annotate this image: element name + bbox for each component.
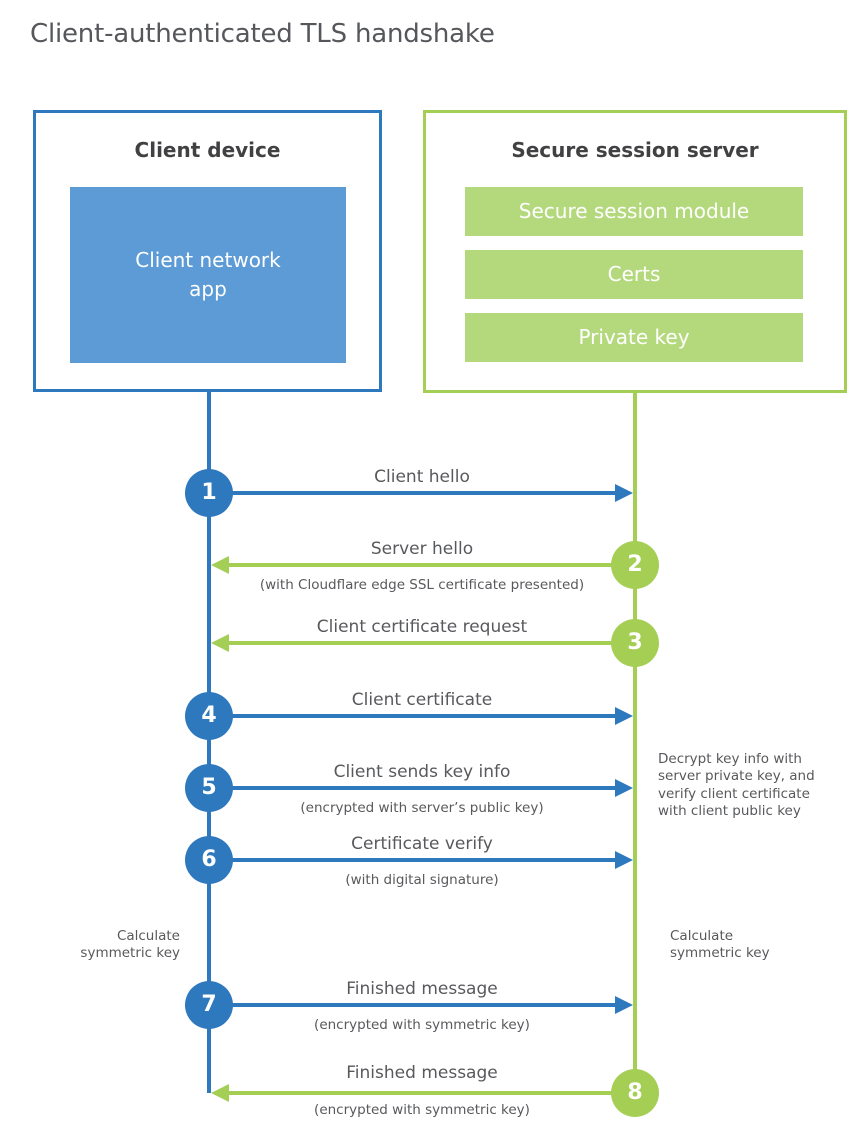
arrow-6-head-right-icon (615, 851, 633, 869)
arrow-2-line (229, 563, 635, 567)
arrow-5-sublabel: (encrypted with server’s public key) (300, 800, 544, 816)
arrow-4-head-right-icon (615, 707, 633, 725)
client-network-app-label: Client network app (135, 248, 281, 301)
step-2-badge: 2 (611, 541, 659, 589)
secure-session-server-box: Secure session server Secure session mod… (423, 110, 847, 393)
server-lifeline (633, 392, 637, 1093)
arrow-7-line (209, 1003, 616, 1007)
arrow-3-label: Client certificate request (316, 617, 528, 637)
arrow-7-sublabel: (encrypted with symmetric key) (314, 1017, 530, 1033)
arrow-6-line (209, 858, 616, 862)
step-8-badge: 8 (611, 1069, 659, 1117)
step-4-badge: 4 (185, 692, 233, 740)
arrow-7-head-right-icon (615, 996, 633, 1014)
arrow-8-label: Finished message (346, 1063, 498, 1083)
arrow-7-label: Finished message (346, 979, 498, 999)
arrow-5-head-right-icon (615, 779, 633, 797)
calculate-symmetric-key-note-client: Calculate symmetric key (80, 928, 180, 962)
arrow-6-label: Certificate verify (351, 834, 493, 854)
arrow-5-label: Client sends key info (333, 762, 511, 782)
arrow-8-line (229, 1091, 635, 1095)
calculate-symmetric-key-note-server: Calculate symmetric key (670, 928, 770, 962)
step-3-badge: 3 (611, 619, 659, 667)
arrow-1-line (209, 491, 616, 495)
arrow-5-line (209, 786, 616, 790)
arrow-1-head-right-icon (615, 484, 633, 502)
client-device-box: Client device Client network app (33, 110, 382, 392)
arrow-8-head-left-icon (211, 1084, 229, 1102)
arrow-2-sublabel: (with Cloudflare edge SSL certificate pr… (259, 577, 585, 593)
step-7-badge: 7 (185, 981, 233, 1029)
arrow-4-line (209, 714, 616, 718)
arrow-3-head-left-icon (211, 634, 229, 652)
arrow-3-line (229, 641, 635, 645)
arrow-6-sublabel: (with digital signature) (345, 872, 499, 888)
step-1-badge: 1 (185, 469, 233, 517)
step-5-badge: 5 (185, 764, 233, 812)
server-module-certs: Certs (465, 250, 803, 299)
client-network-app-box: Client network app (70, 187, 346, 363)
client-device-title: Client device (134, 138, 281, 162)
server-module-secure-session: Secure session module (465, 187, 803, 236)
arrow-2-label: Server hello (370, 539, 474, 559)
arrow-1-label: Client hello (374, 467, 470, 487)
step-6-badge: 6 (185, 836, 233, 884)
secure-session-server-title: Secure session server (511, 138, 759, 162)
client-lifeline (207, 392, 211, 1093)
arrow-8-sublabel: (encrypted with symmetric key) (314, 1102, 530, 1118)
decrypt-key-info-note: Decrypt key info with server private key… (658, 751, 815, 819)
page-title: Client-authenticated TLS handshake (30, 19, 495, 49)
arrow-4-label: Client certificate (351, 690, 493, 710)
arrow-2-head-left-icon (211, 556, 229, 574)
server-module-private-key: Private key (465, 313, 803, 362)
